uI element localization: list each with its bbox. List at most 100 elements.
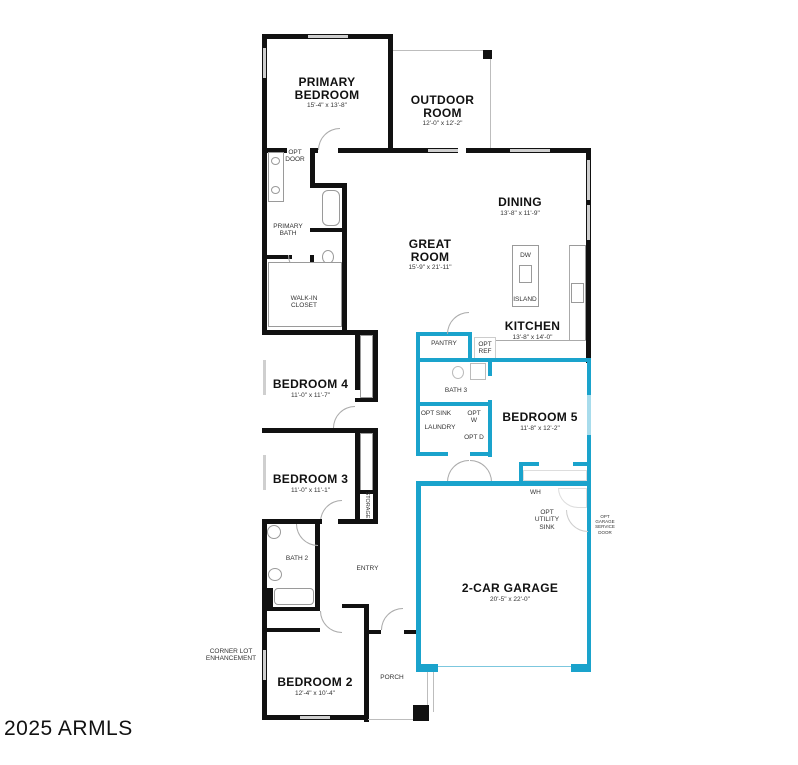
wall-opt bbox=[416, 481, 421, 671]
window bbox=[263, 455, 266, 490]
window bbox=[587, 160, 590, 200]
cooktop-icon bbox=[571, 283, 584, 303]
label-pantry: PANTRY bbox=[431, 340, 457, 347]
room-name: GREAT ROOM bbox=[408, 237, 452, 264]
wall-opt bbox=[416, 452, 448, 456]
toilet-icon bbox=[452, 366, 464, 379]
outdoor-edge bbox=[393, 50, 491, 51]
sink-icon bbox=[519, 265, 532, 283]
label-primary-bath: PRIMARY BATH bbox=[273, 223, 303, 238]
label-bath-2: BATH 2 bbox=[285, 555, 309, 562]
window bbox=[510, 149, 550, 152]
label-walk-in-closet: WALK-IN CLOSET bbox=[290, 295, 318, 310]
garage-pier bbox=[416, 664, 438, 672]
door-swing bbox=[296, 524, 318, 546]
room-dims: 11'-8" x 12'-2" bbox=[520, 424, 560, 432]
wall bbox=[310, 228, 345, 232]
room-dims: 15'-4" x 13'-8" bbox=[307, 102, 347, 110]
label-opt-w: OPT W bbox=[467, 410, 481, 425]
door-swing bbox=[318, 128, 340, 150]
door-swing bbox=[566, 510, 588, 532]
wall bbox=[373, 330, 378, 402]
wall bbox=[262, 607, 320, 611]
label-island: ISLAND bbox=[513, 296, 537, 303]
room-dims: 12'-0" x 12'-2" bbox=[422, 120, 463, 128]
wall bbox=[388, 34, 393, 152]
porch-edge bbox=[427, 670, 428, 708]
label-dw: DW bbox=[520, 252, 531, 259]
water-heater bbox=[558, 488, 587, 508]
label-opt-ref: OPT REF bbox=[478, 341, 492, 356]
window bbox=[300, 716, 330, 719]
wall-opt bbox=[416, 332, 420, 360]
wall bbox=[342, 604, 367, 608]
room-dining: DINING 13'-8" x 11'-9" bbox=[480, 196, 560, 217]
wall-opt bbox=[416, 402, 492, 406]
wall bbox=[586, 148, 591, 363]
label-corner-lot-enhancement: CORNER LOT ENHANCEMENT bbox=[205, 648, 257, 663]
door-swing bbox=[333, 406, 355, 428]
label-bath-3: BATH 3 bbox=[444, 387, 468, 394]
room-bedroom-2: BEDROOM 2 12'-4" x 10'-4" bbox=[270, 676, 360, 697]
window bbox=[587, 395, 591, 435]
room-name: BEDROOM 5 bbox=[502, 410, 578, 424]
room-name: OUTDOOR ROOM bbox=[410, 93, 475, 120]
counter bbox=[480, 340, 586, 356]
room-garage: 2-CAR GARAGE 20'-5" x 22'-0" bbox=[455, 582, 565, 603]
wall bbox=[355, 398, 378, 402]
door-swing bbox=[470, 460, 492, 482]
room-dims: 11'-0" x 11'-1" bbox=[290, 486, 330, 494]
closet bbox=[523, 470, 587, 481]
window bbox=[263, 650, 266, 680]
label-opt-door: OPT DOOR bbox=[285, 149, 305, 164]
label-laundry: LAUNDRY bbox=[424, 424, 456, 431]
outdoor-edge bbox=[490, 50, 491, 150]
garage-pier bbox=[571, 664, 591, 672]
bathtub-icon bbox=[274, 588, 314, 605]
linen-block bbox=[262, 588, 273, 610]
room-bedroom-4: BEDROOM 4 11'-0" x 11'-7" bbox=[268, 378, 353, 399]
post bbox=[413, 705, 429, 721]
wall bbox=[404, 630, 418, 634]
wall-opt bbox=[468, 332, 472, 360]
shower-icon bbox=[470, 363, 486, 380]
room-bedroom-3: BEDROOM 3 11'-0" x 11'-1" bbox=[268, 473, 353, 494]
room-name: 2-CAR GARAGE bbox=[461, 581, 559, 595]
window bbox=[263, 48, 266, 78]
wall bbox=[315, 183, 347, 188]
room-dims: 13'-8" x 11'-9" bbox=[500, 209, 540, 217]
closet bbox=[360, 335, 373, 398]
room-name: BEDROOM 4 bbox=[272, 377, 349, 391]
sink-icon bbox=[271, 157, 280, 165]
window bbox=[308, 35, 348, 38]
wall bbox=[364, 630, 381, 634]
room-dims: 12'-4" x 10'-4" bbox=[295, 689, 335, 697]
wall-opt bbox=[488, 400, 492, 457]
room-dims: 11'-0" x 11'-7" bbox=[290, 391, 330, 399]
door-swing bbox=[447, 312, 469, 334]
wall-opt bbox=[488, 358, 492, 376]
label-opt-garage-service-door: OPT GARAGE SERVICE DOOR bbox=[595, 514, 615, 535]
label-opt-utility-sink: OPT UTILITY SINK bbox=[534, 509, 560, 531]
wall bbox=[262, 428, 377, 433]
sink-icon bbox=[267, 525, 281, 539]
room-great-room: GREAT ROOM 15'-9" x 21'-11" bbox=[390, 238, 470, 272]
watermark: 2025 ARMLS bbox=[4, 717, 133, 740]
wall bbox=[310, 148, 315, 188]
driveway-edge bbox=[433, 672, 434, 712]
room-name: KITCHEN bbox=[504, 319, 561, 333]
label-opt-d: OPT D bbox=[464, 434, 484, 441]
wall-opt bbox=[470, 452, 492, 456]
label-entry: ENTRY bbox=[356, 565, 379, 572]
wall bbox=[338, 148, 458, 153]
closet-shelving bbox=[268, 262, 342, 327]
label-opt-sink: OPT SINK bbox=[420, 410, 452, 417]
label-wh: WH bbox=[530, 489, 541, 496]
room-kitchen: KITCHEN 13'-8" x 14'-0" bbox=[495, 320, 570, 341]
toilet-icon bbox=[268, 568, 282, 581]
room-bedroom-5: BEDROOM 5 11'-8" x 12'-2" bbox=[495, 411, 585, 432]
room-dims: 20'-5" x 22'-0" bbox=[490, 595, 530, 603]
wall bbox=[262, 519, 267, 719]
wall bbox=[262, 628, 320, 632]
